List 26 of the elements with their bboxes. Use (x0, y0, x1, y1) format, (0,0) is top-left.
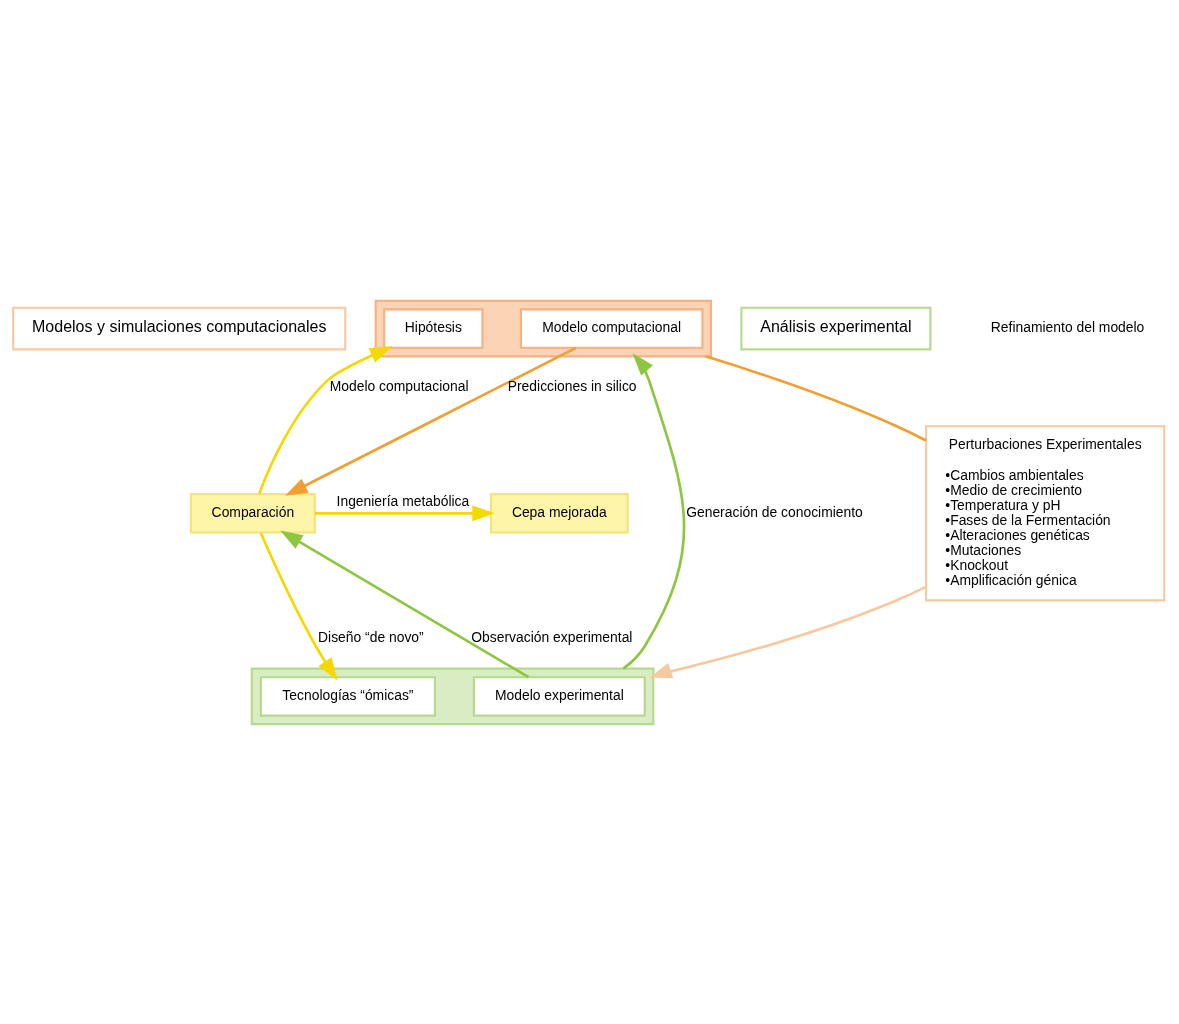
node-box: Tecnologías “ómicas” (259, 675, 436, 717)
arrow (285, 346, 577, 496)
node-box: Modelo experimental (472, 675, 646, 717)
connector (705, 354, 927, 442)
cluster (250, 667, 655, 725)
arrow (622, 352, 686, 670)
cluster (374, 299, 713, 357)
node-box: Hipótesis (383, 307, 484, 349)
edge-label: Observación experimental (471, 628, 633, 645)
arrow (649, 585, 927, 678)
node-box: Comparación (189, 492, 316, 534)
node-box: Análisis experimental (740, 306, 932, 350)
edge-label: Predicciones in silico (507, 377, 637, 394)
arrow (314, 504, 495, 521)
edge-label: Ingeniería metabólica (336, 492, 470, 509)
node-box: Modelo computacional (519, 307, 704, 349)
edge-label: Generación de conocimiento (686, 503, 863, 520)
arrow (259, 531, 338, 680)
arrow (258, 345, 393, 494)
label: Refinamiento del modelo (990, 318, 1145, 335)
edge-label: Diseño “de novo” (318, 628, 424, 645)
node-box: Perturbaciones Experimentales •Cambios ambientales •Medio de crecimiento •Temperatura y pH •Fases de la Fermentación •Alteraciones genéticas •Mutaciones •Knockout •Amplificación génica (925, 424, 1166, 601)
node-box: Modelos y simulaciones computacionales (12, 306, 347, 350)
node-box: Cepa mejorada (489, 492, 629, 534)
edge-label: Modelo computacional (329, 377, 469, 394)
arrow (280, 530, 530, 678)
